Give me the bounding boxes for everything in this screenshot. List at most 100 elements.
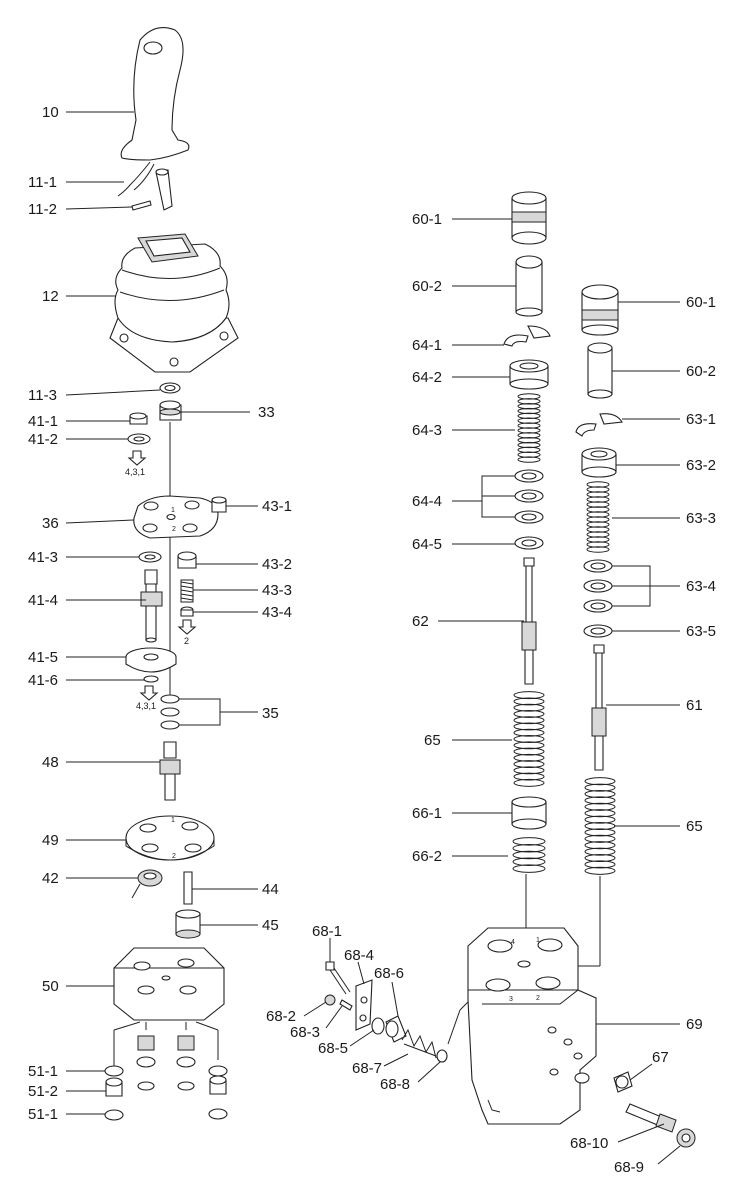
part-63-2-seat xyxy=(581,447,617,478)
part-50-block xyxy=(113,947,225,1021)
callout-labels: 10 11-1 11-2 12 11-3 33 41-1 41-2 36 43-… xyxy=(28,104,716,1176)
label-69: 69 xyxy=(686,1016,703,1033)
part-41-6-ring xyxy=(143,675,159,683)
label-50: 50 xyxy=(42,978,59,995)
direction-arrow-3: 4,3,1 xyxy=(136,685,159,711)
part-12-rubber-boot xyxy=(109,233,239,373)
body-port-2: 2 xyxy=(536,995,540,1002)
body-port-1: 1 xyxy=(536,937,540,944)
part-36-cam-plate: 1 2 xyxy=(133,495,219,539)
label-41-1: 41-1 xyxy=(28,413,58,430)
plate49-port-1: 1 xyxy=(171,817,175,824)
part-48-rod xyxy=(159,741,181,801)
label-68-4: 68-4 xyxy=(344,947,374,964)
label-51-1-bottom: 51-1 xyxy=(28,1106,58,1123)
part-60-2-spool-right xyxy=(587,342,613,399)
label-68-8: 68-8 xyxy=(380,1076,410,1093)
part-64-3-spring xyxy=(517,393,541,463)
part-68-4-bracket xyxy=(355,979,373,1031)
label-65-left: 65 xyxy=(424,732,441,749)
label-67: 67 xyxy=(652,1049,669,1066)
part-43-3-spring xyxy=(180,579,194,603)
label-68-5: 68-5 xyxy=(318,1040,348,1057)
label-11-3: 11-3 xyxy=(28,387,57,404)
part-41-1-nut xyxy=(129,412,148,425)
label-68-1: 68-1 xyxy=(312,923,342,940)
part-11-3-nut xyxy=(159,382,181,394)
label-45: 45 xyxy=(262,917,279,934)
arrow-note-2: 2 xyxy=(184,636,189,646)
part-43-1-plug xyxy=(211,496,227,513)
part-66-1-retainer xyxy=(511,796,547,830)
label-65-right: 65 xyxy=(686,818,703,835)
part-60-1-plug-left xyxy=(511,191,547,245)
label-51-1-top: 51-1 xyxy=(28,1063,58,1080)
label-35: 35 xyxy=(262,705,279,722)
label-43-1: 43-1 xyxy=(262,498,292,515)
label-63-2: 63-2 xyxy=(686,457,716,474)
direction-arrow-1: 4,3,1 xyxy=(125,450,147,477)
part-64-4-shims xyxy=(514,469,544,524)
part-68-5-ring xyxy=(371,1017,385,1035)
label-61: 61 xyxy=(686,697,703,714)
part-43-4-nut xyxy=(180,606,194,617)
part-64-1-clip xyxy=(503,325,551,347)
label-43-4: 43-4 xyxy=(262,604,292,621)
body-port-4: 4 xyxy=(511,939,515,946)
part-51-seals xyxy=(104,1021,228,1121)
label-64-2: 64-2 xyxy=(412,369,442,386)
label-11-1: 11-1 xyxy=(28,174,57,191)
label-64-1: 64-1 xyxy=(412,337,442,354)
body-port-3: 3 xyxy=(509,996,513,1003)
label-64-5: 64-5 xyxy=(412,536,442,553)
part-68-10-check-valve xyxy=(625,1103,677,1133)
part-43-2-nut xyxy=(177,551,197,569)
label-60-1-right: 60-1 xyxy=(686,294,716,311)
label-49: 49 xyxy=(42,832,59,849)
label-41-6: 41-6 xyxy=(28,672,58,689)
part-69-valve-body: 4 1 3 2 xyxy=(467,927,597,1125)
label-63-5: 63-5 xyxy=(686,623,716,640)
part-64-2-seat xyxy=(509,359,549,390)
part-45-cap xyxy=(175,909,201,939)
label-66-1: 66-1 xyxy=(412,805,442,822)
part-41-2-washer xyxy=(127,433,151,445)
label-60-2-right: 60-2 xyxy=(686,363,716,380)
arrow-note-1: 4,3,1 xyxy=(125,467,145,477)
label-43-2: 43-2 xyxy=(262,556,292,573)
plate36-port-2: 2 xyxy=(172,526,176,533)
part-68-9-plug xyxy=(676,1128,696,1148)
arrow-note-3: 4,3,1 xyxy=(136,701,156,711)
label-62: 62 xyxy=(412,613,429,630)
label-60-2-left: 60-2 xyxy=(412,278,442,295)
part-65-spring-right xyxy=(584,777,616,875)
label-68-2: 68-2 xyxy=(266,1008,296,1025)
part-11-2-pin xyxy=(131,200,152,211)
part-65-spring-left xyxy=(513,691,545,787)
part-68-3-screw xyxy=(339,999,353,1011)
label-10: 10 xyxy=(42,104,59,121)
leader-lines xyxy=(65,111,681,1165)
label-51-2: 51-2 xyxy=(28,1083,58,1100)
part-68-6-sleeve xyxy=(385,1015,407,1043)
label-42: 42 xyxy=(42,870,59,887)
label-63-3: 63-3 xyxy=(686,510,716,527)
part-68-2-nut xyxy=(324,994,336,1006)
direction-arrow-2: 2 xyxy=(177,619,197,646)
part-64-5-washer xyxy=(514,536,544,550)
part-49-plate: 1 2 xyxy=(125,815,215,861)
label-63-4: 63-4 xyxy=(686,578,716,595)
label-63-1: 63-1 xyxy=(686,411,716,428)
label-68-9: 68-9 xyxy=(614,1159,644,1176)
label-44: 44 xyxy=(262,881,279,898)
part-41-4-rod xyxy=(140,569,163,643)
part-63-3-spring xyxy=(586,481,610,553)
part-41-3-washer xyxy=(138,551,162,563)
part-68-1-bolt xyxy=(325,961,351,995)
plate49-port-2: 2 xyxy=(172,853,176,860)
part-35-washers xyxy=(160,694,180,730)
part-63-4-shims xyxy=(583,559,613,613)
part-10-handle-grip xyxy=(120,27,190,161)
part-62-push-rod xyxy=(521,557,537,685)
